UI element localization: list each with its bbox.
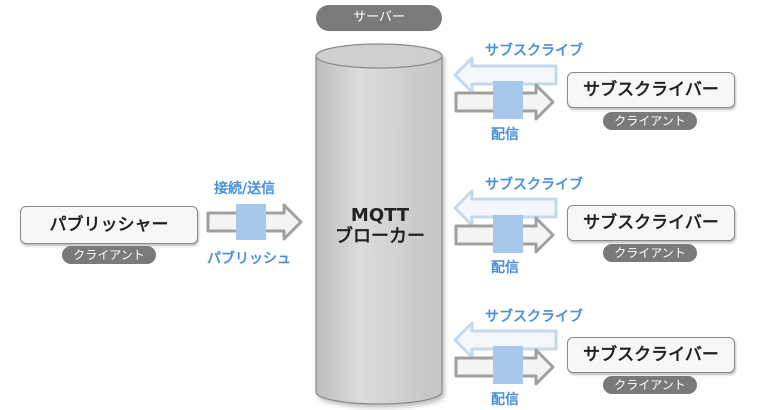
connect-send-label: 接続/送信 [214,181,276,197]
broker-label-line2: ブローカー [335,226,425,247]
publish-arrow [206,203,303,241]
subscriber-box-2[interactable]: サブスクライバー [567,205,735,241]
subscriber-client-label-3: クライアント [603,376,697,394]
deliver-message-block-2 [493,215,523,253]
broker-label: MQTT ブローカー [318,205,442,247]
subscriber-client-label-1: クライアント [603,112,697,130]
publish-message-block [236,204,266,240]
publisher-box[interactable]: パブリッシャー [20,206,198,244]
broker-cylinder [315,43,443,405]
subscriber-client-label-2: クライアント [603,244,697,262]
deliver-label-3: 配信 [491,392,519,408]
broker-label-line1: MQTT [350,205,410,226]
server-label: サーバー [316,5,442,31]
subscriber-box-3[interactable]: サブスクライバー [567,337,735,373]
subscribe-arrow-1 [453,56,558,94]
deliver-label-2: 配信 [491,260,519,276]
deliver-label-1: 配信 [491,127,519,143]
subscriber-box-1[interactable]: サブスクライバー [567,72,735,108]
subscriber-arrows-2 [453,189,558,254]
deliver-message-block-1 [493,81,523,119]
publish-label: パブリッシュ [207,251,291,267]
subscribe-label-2: サブスクライブ [485,177,583,193]
subscribe-arrow-3 [453,321,558,359]
subscriber-arrows-3 [453,321,558,386]
subscriber-arrows-1 [453,56,558,121]
publisher-client-label: クライアント [62,246,156,264]
deliver-message-block-3 [493,346,523,384]
subscribe-label-3: サブスクライブ [485,309,583,325]
subscribe-label-1: サブスクライブ [485,43,583,59]
subscribe-arrow-2 [453,189,558,227]
